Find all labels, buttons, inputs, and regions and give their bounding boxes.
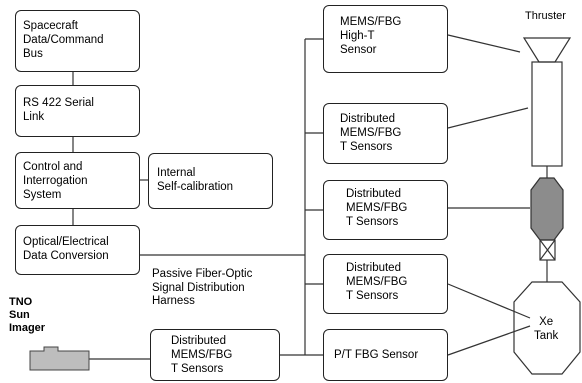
- optical-conversion-box: Optical/Electrical Data Conversion: [15, 225, 140, 275]
- pt-fbg-sensor-box: P/T FBG Sensor: [323, 329, 448, 381]
- spacecraft-bus-box: Spacecraft Data/Command Bus: [15, 10, 140, 72]
- xe-tank-icon: [513, 281, 581, 375]
- distributed-sensors-box-3: Distributed MEMS/FBG T Sensors: [323, 254, 448, 314]
- distributed-sensors-box-bottom: Distributed MEMS/FBG T Sensors: [150, 329, 280, 381]
- link-high-t-thruster: [447, 34, 521, 53]
- valve-icon: [530, 177, 564, 241]
- link-pt-tank: [447, 325, 531, 356]
- link-dist1-thruster: [447, 107, 529, 129]
- distributed-sensors-box-1: Distributed MEMS/FBG T Sensors: [323, 103, 448, 164]
- tno-sun-imager-label: TNO Sun Imager: [9, 296, 46, 334]
- link-dist3-tank: [447, 283, 531, 319]
- thruster-label: Thruster: [525, 10, 566, 22]
- xe-tank-label: Xe Tank: [534, 316, 559, 342]
- distributed-sensors-box-2: Distributed MEMS/FBG T Sensors: [323, 180, 448, 240]
- sun-imager-icon: [29, 346, 90, 371]
- rs422-link-box: RS 422 Serial Link: [15, 85, 140, 137]
- control-system-box: Control and Interrogation System: [15, 152, 140, 209]
- self-calibration-box: Internal Self-calibration: [148, 153, 273, 209]
- high-t-sensor-box: MEMS/FBG High-T Sensor: [323, 5, 448, 73]
- thruster-nozzle-icon: [522, 37, 572, 63]
- thruster-body-icon: [531, 61, 563, 167]
- harness-label: Passive Fiber-Optic Signal Distribution …: [152, 268, 253, 307]
